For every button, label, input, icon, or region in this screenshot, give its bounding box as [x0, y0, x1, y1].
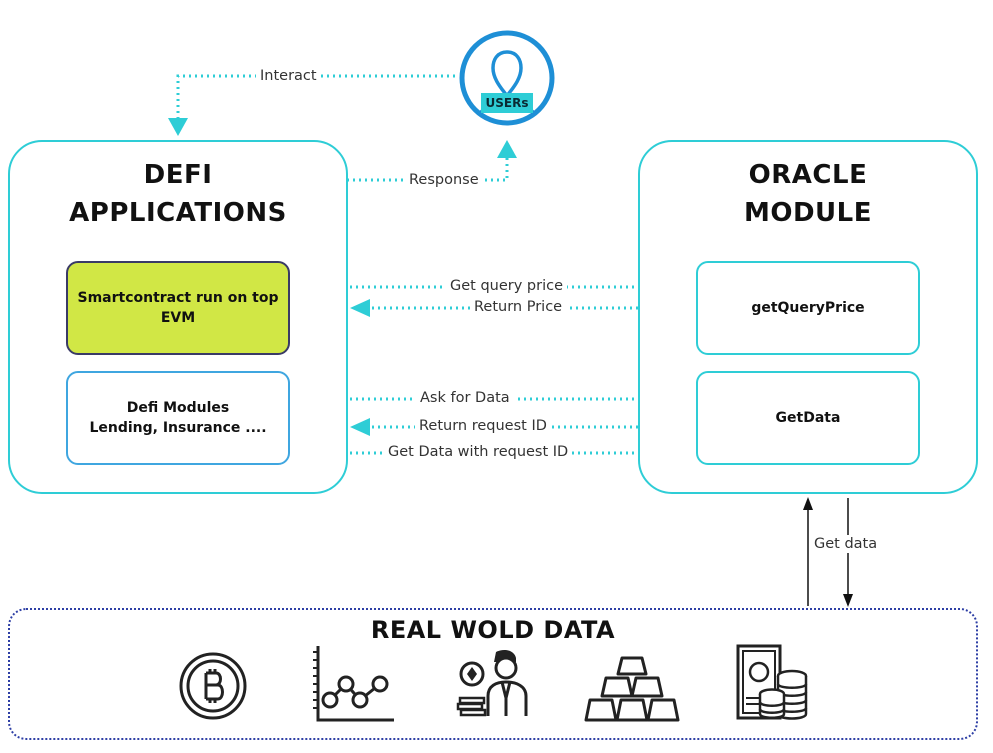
defi-modules-line2: Lending, Insurance ....	[89, 420, 267, 436]
response-label: Response	[405, 171, 483, 189]
defi-title-line1: DEFI	[143, 160, 213, 190]
return-request-id-label: Return request ID	[415, 417, 551, 435]
defi-title: DEFI APPLICATIONS	[8, 156, 348, 232]
money-coins-icon	[736, 644, 808, 720]
defi-modules-box[interactable]: Defi Modules Lending, Insurance ....	[66, 371, 290, 465]
get-data-label: GetData	[775, 409, 841, 426]
oracle-title: ORACLE MODULE	[638, 156, 978, 232]
smartcontract-line2: EVM	[160, 310, 196, 326]
oracle-title-line1: ORACLE	[748, 160, 868, 190]
get-query-price-label: getQueryPrice	[751, 299, 865, 316]
smartcontract-line1: Smartcontract run on top	[77, 289, 279, 306]
gambler-icon	[456, 650, 528, 717]
ask-for-data-label: Ask for Data	[416, 389, 514, 407]
return-price-label: Return Price	[470, 298, 567, 316]
real-world-data-container	[8, 608, 978, 740]
users-node: USERs	[459, 30, 555, 126]
users-label: USERs	[481, 93, 533, 113]
get-data-down-arrowhead	[843, 594, 853, 607]
bitcoin-icon	[179, 652, 247, 720]
get-query-price-arrow-label: Get query price	[446, 277, 568, 295]
defi-title-line2: APPLICATIONS	[69, 198, 287, 228]
smartcontract-box[interactable]: Smartcontract run on top EVM	[66, 261, 290, 355]
return-request-id-arrowhead	[350, 418, 370, 436]
gold-bars-icon	[584, 656, 680, 722]
interact-arrowhead	[168, 118, 188, 136]
interact-arrow	[176, 74, 455, 128]
get-data-arrow-label: Get data	[810, 535, 882, 553]
interact-label: Interact	[256, 67, 321, 85]
defi-modules-line1: Defi Modules	[126, 399, 230, 416]
real-world-title: REAL WOLD DATA	[370, 616, 616, 644]
get-query-price-box[interactable]: getQueryPrice	[696, 261, 920, 355]
get-data-up-arrowhead	[803, 497, 813, 510]
get-data-box[interactable]: GetData	[696, 371, 920, 465]
response-arrow	[347, 150, 509, 182]
oracle-title-line2: MODULE	[744, 198, 872, 228]
line-chart-icon	[313, 646, 394, 722]
response-arrowhead	[497, 140, 517, 158]
return-price-arrowhead	[350, 299, 370, 317]
get-data-with-request-id-label: Get Data with request ID	[384, 443, 573, 461]
